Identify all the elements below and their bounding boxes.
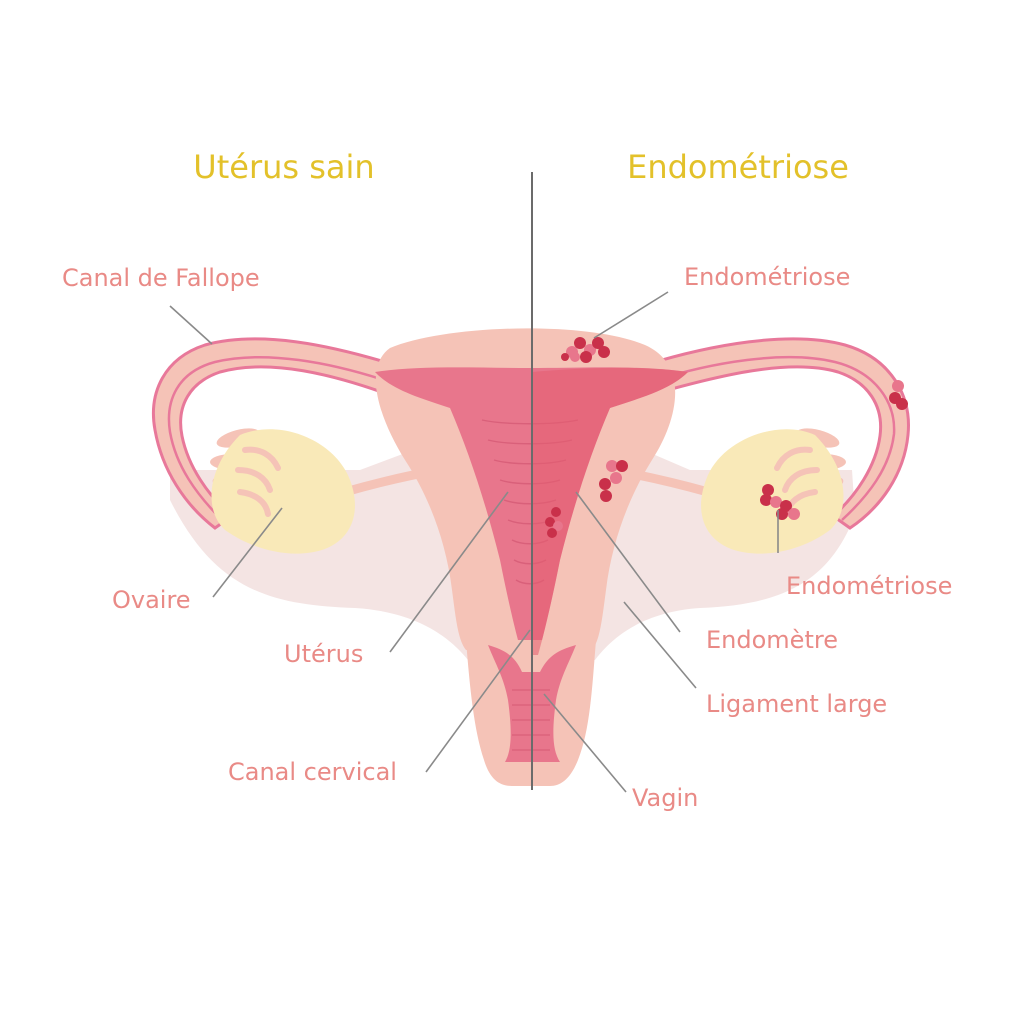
ovary-left — [211, 429, 355, 554]
leader-endometrium — [575, 491, 681, 633]
lesion-cluster-tube — [889, 380, 908, 410]
title-endometriosis: Endométriose — [627, 148, 849, 186]
leader-vagina — [543, 693, 627, 793]
label-fallopian-tube: Canal de Fallope — [62, 264, 260, 292]
leader-fallopian-tube — [169, 305, 213, 345]
label-vagina: Vagin — [632, 784, 698, 812]
fallopian-tube-left — [152, 337, 397, 530]
label-endometriosis-ovary: Endométriose — [786, 572, 952, 600]
leader-broad-ligament — [623, 601, 697, 689]
leader-endometriosis-top — [593, 291, 669, 339]
endometriosis-side-tint — [532, 367, 688, 655]
lesion-cluster-wall — [599, 460, 628, 502]
leader-cervical-canal — [425, 629, 531, 773]
title-healthy-uterus: Utérus sain — [193, 148, 374, 186]
lesion-cluster-ovary — [760, 484, 800, 520]
ovary-folds-left — [235, 446, 281, 517]
fallopian-tube-lumen-right — [649, 355, 896, 521]
lesion-cluster-fundus — [561, 337, 610, 363]
label-uterus: Utérus — [284, 640, 363, 668]
label-broad-ligament: Ligament large — [706, 690, 887, 718]
leader-ovary — [212, 507, 283, 598]
label-endometrium: Endomètre — [706, 626, 838, 654]
label-endometriosis-top: Endométriose — [684, 263, 850, 291]
label-ovary: Ovaire — [112, 586, 191, 614]
fallopian-tube-right — [643, 337, 910, 530]
label-cervical-canal: Canal cervical — [228, 758, 397, 786]
leader-uterus — [389, 491, 509, 653]
fallopian-tube-lumen-left — [167, 355, 391, 521]
lesion-cluster-cavity — [545, 507, 563, 538]
